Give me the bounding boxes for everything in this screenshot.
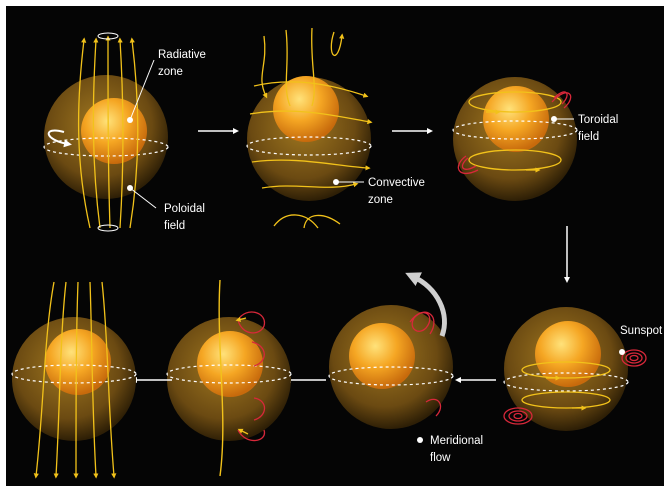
label-toroidal-field: Toroidalfield (578, 114, 618, 143)
sphere-reversal (167, 280, 291, 476)
label-poloidal-field: Poloidalfield (164, 203, 205, 232)
sphere-meridional: Meridionalflow (329, 276, 483, 464)
sphere-sunspot: Sunspot (504, 307, 663, 431)
label-meridional-flow: Meridionalflow (430, 435, 483, 464)
pole-rotation-bottom (98, 225, 118, 231)
radiative-core (483, 86, 549, 152)
sphere-toroidal: Toroidalfield (453, 77, 618, 201)
diagram-canvas: Radiativezone Poloidalfield Convectivezo… (6, 6, 664, 486)
label-radiative-zone: Radiativezone (158, 49, 206, 78)
label-sunspot: Sunspot (620, 325, 663, 337)
radiative-core (349, 323, 415, 389)
solar-dynamo-diagram: Radiativezone Poloidalfield Convectivezo… (6, 6, 664, 486)
sphere-poloidal: Radiativezone Poloidalfield (44, 33, 206, 232)
sphere-convective: Convectivezone (247, 28, 425, 228)
label-convective-zone: Convectivezone (368, 177, 425, 206)
radiative-core (45, 329, 111, 395)
radiative-core (197, 331, 263, 397)
sphere-new-poloidal (12, 282, 136, 476)
